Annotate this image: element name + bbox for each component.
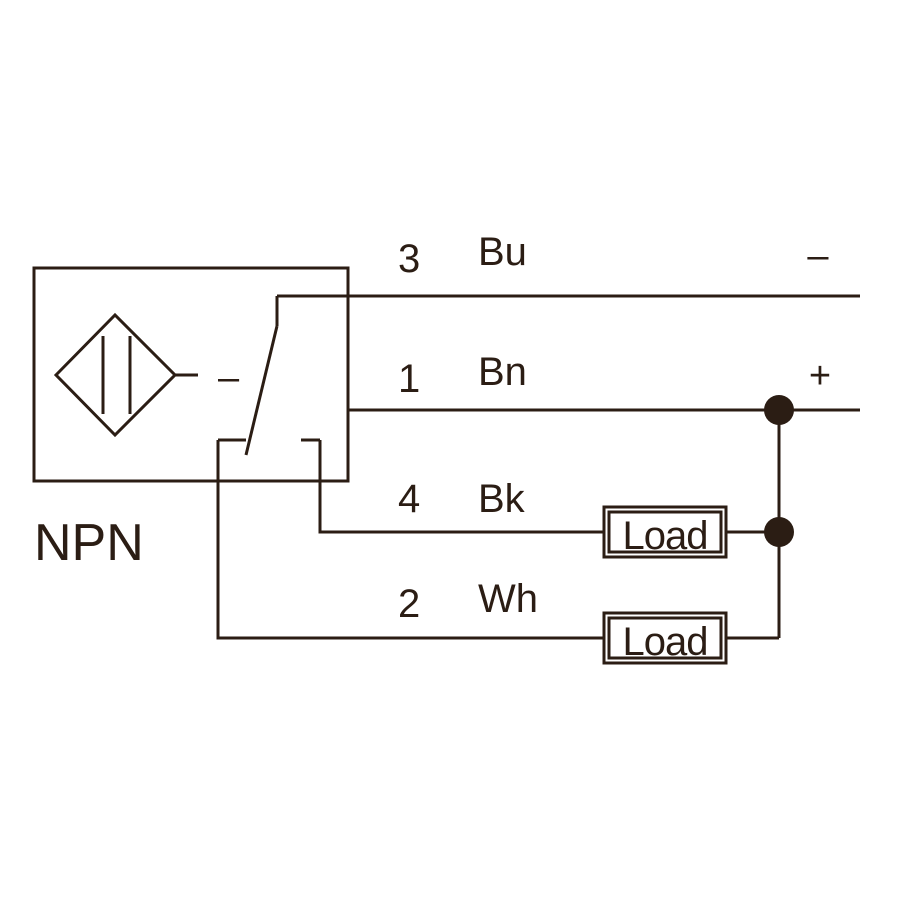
load-label: Load xyxy=(623,620,708,664)
load-label: Load xyxy=(623,514,708,558)
load-box: Load xyxy=(602,505,728,559)
wire-3-polarity: – xyxy=(807,235,829,277)
switch-contact xyxy=(218,296,320,456)
load-box: Load xyxy=(602,611,728,665)
inductive-sensor-icon xyxy=(53,312,198,438)
wire-4-line xyxy=(318,440,604,534)
wire-3-color: Bu xyxy=(478,230,527,274)
junction-dot xyxy=(764,517,794,547)
wire-2-color: Wh xyxy=(478,577,538,621)
wire-2-line xyxy=(216,440,604,640)
wire-1-polarity: + xyxy=(809,355,831,397)
wire-1-number: 1 xyxy=(398,357,420,401)
sensor-type-label: NPN xyxy=(34,514,144,572)
wire-4-color: Bk xyxy=(478,477,526,521)
wire-1-color: Bn xyxy=(478,350,527,394)
junction-dot xyxy=(764,395,794,425)
wire-2-number: 2 xyxy=(398,582,420,626)
switch-symbol: – xyxy=(218,357,240,399)
sensor-housing xyxy=(32,266,350,483)
wire-3-number: 3 xyxy=(398,237,420,281)
wire-4-number: 4 xyxy=(398,477,420,521)
